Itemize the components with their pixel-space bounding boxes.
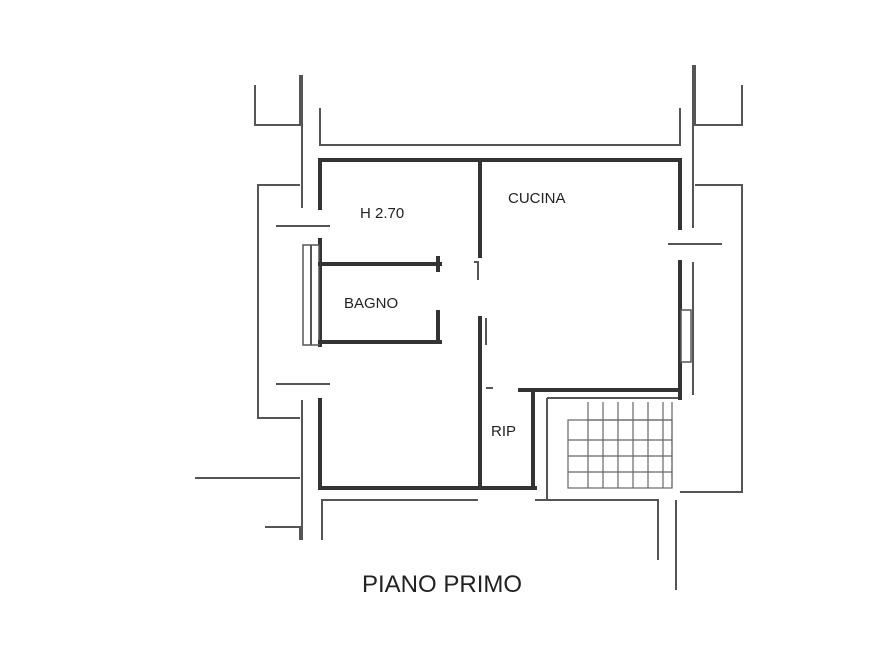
staircase: [567, 402, 673, 489]
interior-walls: [318, 158, 682, 500]
bathroom-label: BAGNO: [344, 295, 398, 312]
height-note-label: H 2.70: [360, 205, 404, 222]
doors: [474, 261, 493, 389]
context-walls: [195, 65, 743, 590]
level-label: PIANO PRIMO: [362, 571, 522, 598]
kitchen-window: [680, 309, 692, 363]
storage-label: RIP: [491, 423, 516, 440]
bathroom-door-mark: [474, 261, 479, 280]
kitchen-label: CUCINA: [508, 190, 566, 207]
windows: [276, 225, 722, 385]
